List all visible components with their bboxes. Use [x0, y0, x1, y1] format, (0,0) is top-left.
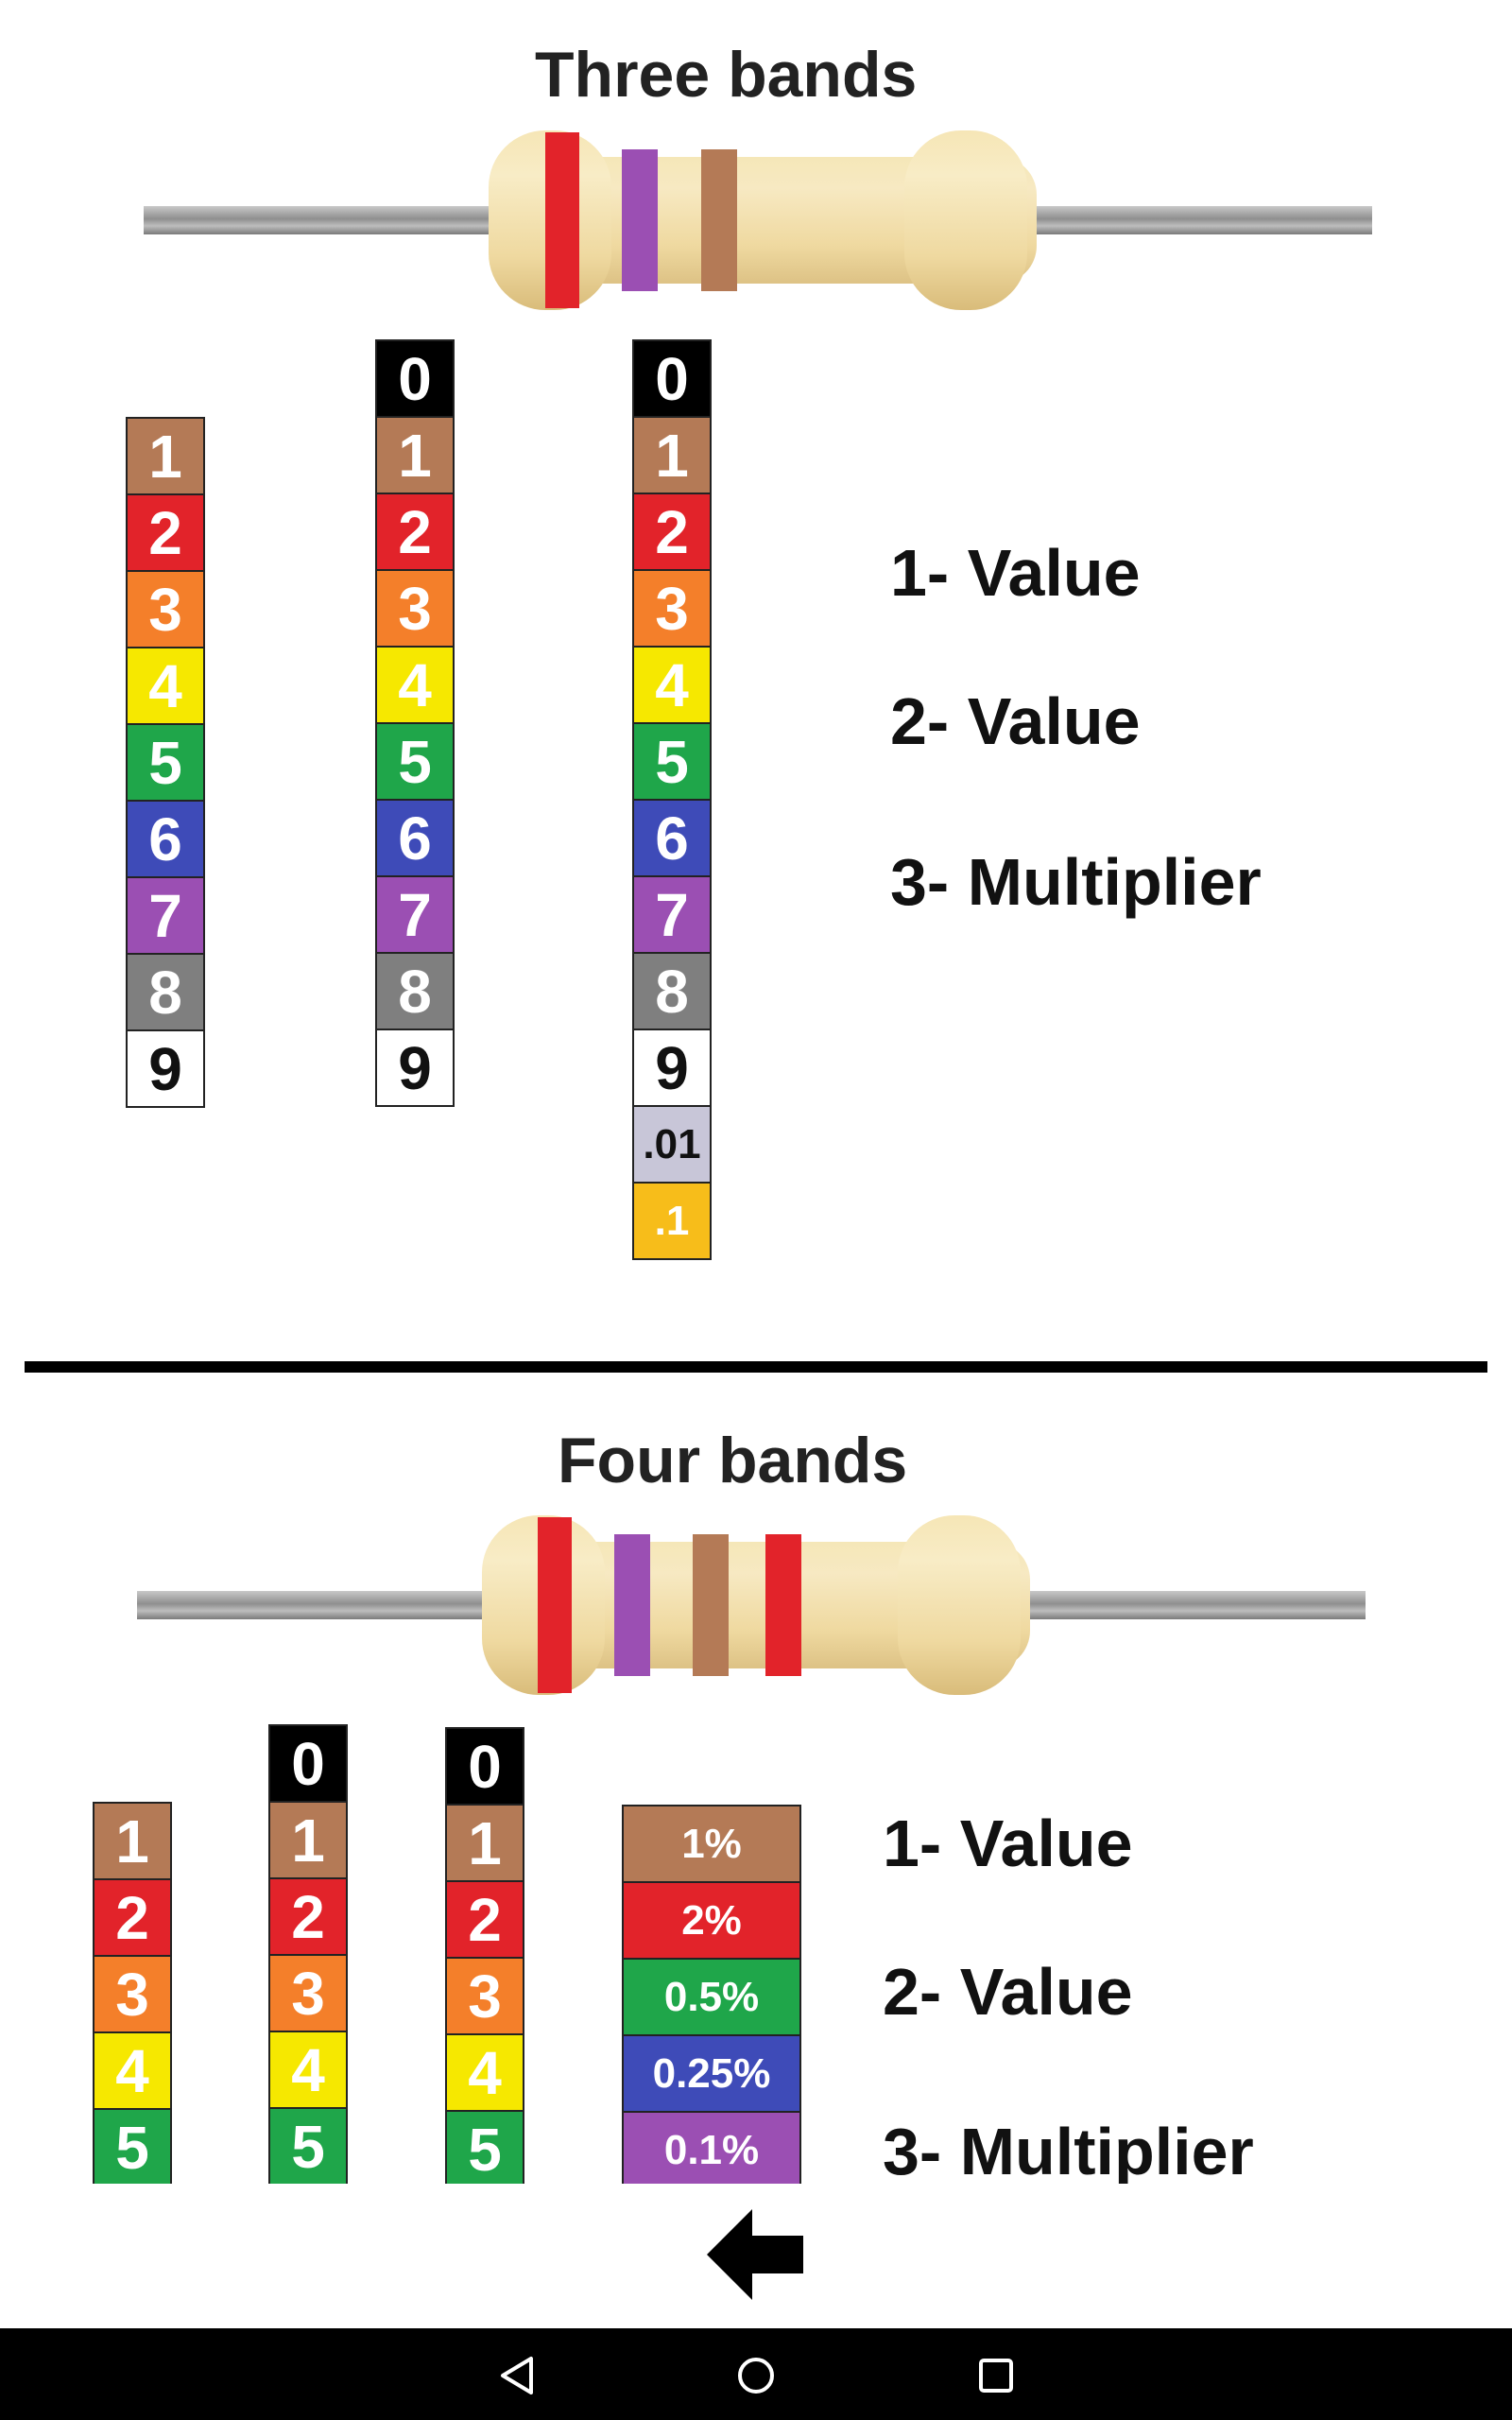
digit-cell: 7	[375, 877, 455, 954]
digit-column-2: 0 1 2 3 4 5	[268, 1724, 348, 2184]
digit-cell: 9	[375, 1030, 455, 1107]
four-bands-title: Four bands	[558, 1425, 908, 1496]
digit-cell: 3	[126, 572, 205, 648]
tolerance-cell: 2%	[622, 1883, 801, 1960]
digit-cell: 2	[632, 494, 712, 571]
label-value-1: 1- Value	[883, 1806, 1133, 1880]
digit-cell: 0	[268, 1724, 348, 1803]
digit-cell: 5	[126, 725, 205, 802]
band-2	[622, 149, 658, 291]
digit-cell: 4	[268, 2032, 348, 2109]
digit-column-1: 1 2 3 4 5	[93, 1802, 172, 2184]
label-value-2: 2- Value	[890, 684, 1141, 758]
resistor-four-bands	[137, 1515, 1366, 1695]
digit-cell: 7	[632, 877, 712, 954]
band-2	[614, 1534, 650, 1676]
digit-column-1: 1 2 3 4 5 6 7 8 9	[126, 417, 205, 1108]
digit-cell: 3	[93, 1957, 172, 2033]
digit-cell: 2	[445, 1882, 524, 1959]
digit-cell: 3	[268, 1956, 348, 2032]
multiplier-cell: .1	[632, 1184, 712, 1260]
digit-cell: 2	[93, 1880, 172, 1957]
tolerance-cell: 0.1%	[622, 2113, 801, 2184]
band-4	[765, 1534, 801, 1676]
digit-cell: 1	[375, 418, 455, 494]
band-1	[538, 1517, 572, 1693]
digit-cell: 8	[632, 954, 712, 1030]
band-3	[693, 1534, 729, 1676]
digit-cell: 4	[126, 648, 205, 725]
digit-cell: 1	[126, 417, 205, 495]
digit-cell: 0	[375, 339, 455, 418]
nav-back-icon[interactable]	[490, 2347, 546, 2404]
digit-cell: 1	[445, 1806, 524, 1882]
multiplier-cell: .01	[632, 1107, 712, 1184]
digit-cell: 2	[375, 494, 455, 571]
tolerance-cell: 1%	[622, 1805, 801, 1883]
digit-cell: 4	[375, 648, 455, 724]
resistor-cap-right	[904, 130, 1027, 310]
digit-cell: 6	[632, 801, 712, 877]
tolerance-column: 1% 2% 0.5% 0.25% 0.1%	[622, 1805, 801, 2184]
digit-cell: 4	[93, 2033, 172, 2110]
tolerance-cell: 0.25%	[622, 2036, 801, 2113]
back-arrow-icon[interactable]	[707, 2207, 805, 2302]
system-navigation-bar	[0, 2328, 1512, 2420]
digit-cell: 6	[375, 801, 455, 877]
digit-cell: 4	[445, 2035, 524, 2112]
digit-cell: 5	[93, 2110, 172, 2184]
four-bands-scroll-area[interactable]: 1 2 3 4 5 0 1 2 3 4 5 0 1 2 3 4 5 1% 2% …	[0, 1683, 1512, 2184]
label-value-2: 2- Value	[883, 1955, 1133, 2029]
digit-cell: 7	[126, 878, 205, 955]
label-multiplier: 3- Multiplier	[883, 2115, 1254, 2184]
digit-cell: 8	[126, 955, 205, 1031]
multiplier-column: 0 1 2 3 4 5 6 7 8 9 .01 .1	[632, 339, 712, 1260]
digit-cell: 9	[632, 1030, 712, 1107]
label-multiplier: 3- Multiplier	[890, 845, 1262, 919]
band-3	[701, 149, 737, 291]
digit-cell: 2	[126, 495, 205, 572]
digit-cell: 1	[268, 1803, 348, 1879]
digit-cell: 3	[375, 571, 455, 648]
section-divider	[25, 1361, 1487, 1373]
resistor-three-bands	[144, 130, 1372, 310]
nav-recents-icon[interactable]	[968, 2347, 1024, 2404]
digit-cell: 0	[632, 339, 712, 418]
multiplier-column: 0 1 2 3 4 5	[445, 1727, 524, 2184]
digit-cell: 3	[445, 1959, 524, 2035]
band-1	[545, 132, 579, 308]
tolerance-cell: 0.5%	[622, 1960, 801, 2036]
resistor-cap-right	[898, 1515, 1021, 1695]
digit-cell: 9	[126, 1031, 205, 1108]
digit-cell: 5	[632, 724, 712, 801]
digit-cell: 2	[268, 1879, 348, 1956]
digit-cell: 8	[375, 954, 455, 1030]
nav-home-icon[interactable]	[728, 2347, 784, 2404]
digit-cell: 5	[445, 2112, 524, 2184]
digit-cell: 4	[632, 648, 712, 724]
digit-column-2: 0 1 2 3 4 5 6 7 8 9	[375, 339, 455, 1107]
three-bands-title: Three bands	[535, 39, 918, 111]
digit-cell: 5	[268, 2109, 348, 2184]
digit-cell: 5	[375, 724, 455, 801]
label-value-1: 1- Value	[890, 536, 1141, 610]
digit-cell: 0	[445, 1727, 524, 1806]
digit-cell: 6	[126, 802, 205, 878]
digit-cell: 1	[93, 1802, 172, 1880]
digit-cell: 3	[632, 571, 712, 648]
digit-cell: 1	[632, 418, 712, 494]
